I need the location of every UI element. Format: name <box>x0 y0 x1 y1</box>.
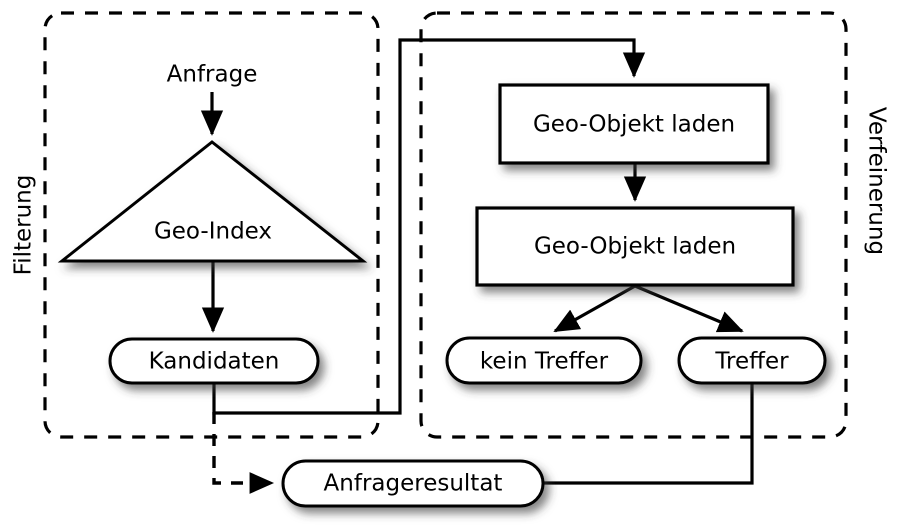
node-anfrageresultat[interactable]: Anfrageresultat <box>281 459 545 508</box>
node-kein-treffer[interactable]: kein Treffer <box>445 336 643 385</box>
group-filterung-border <box>43 11 380 439</box>
node-anfrage: Anfrage <box>167 62 258 88</box>
node-anfrageresultat-shape[interactable] <box>281 459 545 508</box>
edge-geo-objekt-2-to-treffer <box>634 284 744 333</box>
group-verfeinerung: Verfeinerung <box>419 11 890 439</box>
node-kein-treffer-label: kein Treffer <box>480 349 609 375</box>
node-treffer-label: Treffer <box>714 349 789 375</box>
group-filterung: Filterung <box>11 11 380 439</box>
node-kandidaten-label: Kandidaten <box>149 349 280 375</box>
group-filterung-label: Filterung <box>11 175 37 276</box>
node-geo-objekt-laden-2[interactable]: Geo-Objekt laden <box>475 206 795 287</box>
node-geo-objekt-laden-1[interactable]: Geo-Objekt laden <box>498 83 770 165</box>
node-geo-index-label: Geo-Index <box>154 219 272 245</box>
node-kandidaten-shape[interactable] <box>108 337 320 385</box>
node-treffer-shape[interactable] <box>677 336 827 385</box>
edge-kandidaten-to-geo-objekt-1 <box>212 38 646 415</box>
node-kein-treffer-shape[interactable] <box>445 336 643 385</box>
node-anfrage-label: Anfrage <box>167 62 258 88</box>
node-geo-index[interactable]: Geo-Index <box>57 140 368 263</box>
edge-kandidaten-to-anfrageresultat <box>212 412 275 494</box>
node-geo-objekt-laden-1-label: Geo-Objekt laden <box>533 112 735 138</box>
group-verfeinerung-border <box>419 11 848 439</box>
node-geo-objekt-laden-1-shape[interactable] <box>498 83 770 165</box>
group-verfeinerung-label: Verfeinerung <box>864 107 890 255</box>
node-geo-index-shape[interactable] <box>57 140 368 263</box>
edge-treffer-to-anfrageresultat <box>543 383 754 485</box>
node-treffer[interactable]: Treffer <box>677 336 827 385</box>
edge-geo-objekt-2-to-kein-treffer <box>553 284 636 333</box>
node-kandidaten[interactable]: Kandidaten <box>108 337 320 385</box>
node-anfrageresultat-label: Anfrageresultat <box>324 471 503 497</box>
node-geo-objekt-laden-2-shape[interactable] <box>475 206 795 287</box>
node-geo-objekt-laden-2-label: Geo-Objekt laden <box>534 234 736 260</box>
